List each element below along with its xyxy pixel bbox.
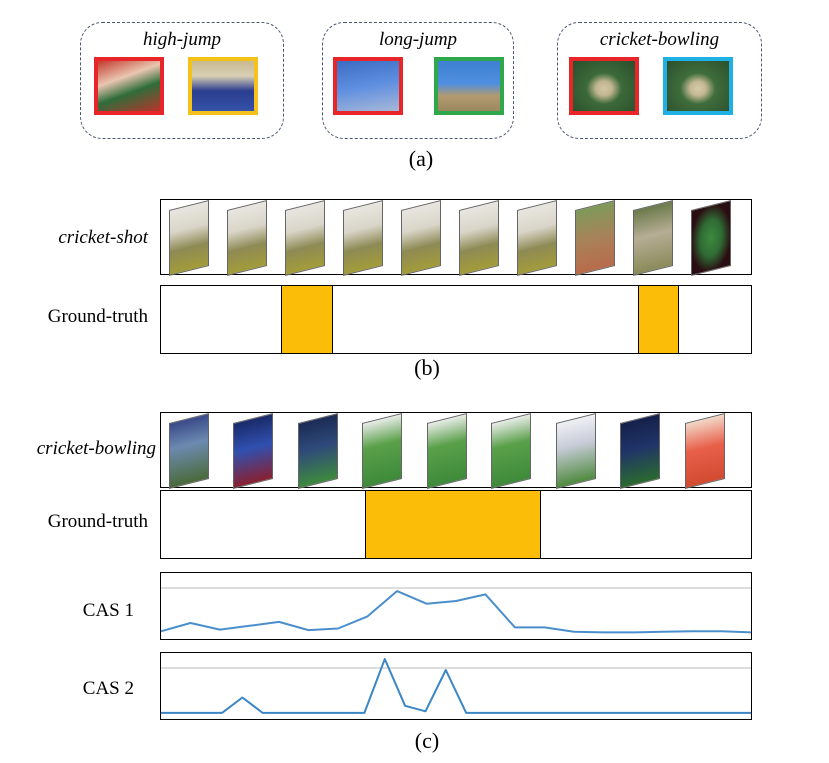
cas-plot [160,572,752,640]
ground-truth-label: Ground-truth [47,306,148,327]
group-title: high-jump [142,29,222,50]
video-frame [297,413,338,489]
video-frame [575,200,615,276]
video-frame [426,413,467,489]
ground-truth-label: Ground-truth [47,511,148,532]
video-frame [555,413,596,489]
panel-label-a: (a) [408,146,434,171]
video-label: cricket-bowling [36,438,156,459]
video-frame [691,200,731,276]
ground-truth-segment [638,286,679,353]
action-group-long-jump: long-jump [322,22,514,139]
video-label: cricket-shot [58,227,148,248]
video-frame [620,413,661,489]
video-frame [227,200,267,276]
video-frame [459,200,499,276]
cas-curve [161,658,751,714]
frame-strip [160,412,752,489]
ground-truth-segment [281,286,333,353]
video-frame [491,413,532,489]
video-frame [233,413,274,489]
cas-curve [161,590,751,634]
video-frame [684,413,725,489]
thumbnail [333,57,403,115]
group-title: cricket-bowling [599,29,720,50]
cas-curve-svg [161,658,751,714]
action-group-high-jump: high-jump [80,22,284,139]
thumbnail [663,57,733,115]
cas-curve-svg [161,587,751,634]
video-frame [517,200,557,276]
thumbnail [569,57,639,115]
cas-plot [160,652,752,720]
video-frame [401,200,441,276]
video-frame [633,200,673,276]
video-frame [169,413,209,489]
cas-label: CAS 1 [82,600,134,621]
frame-strip [160,199,752,276]
video-frame [343,200,383,276]
cas-label: CAS 2 [82,678,134,699]
thumbnail [188,57,258,115]
video-frame [169,200,209,276]
thumbnail [434,57,504,115]
panel-label-c: (c) [414,728,440,753]
ground-truth-bar [160,490,752,559]
ground-truth-bar [160,285,752,354]
panel-label-b: (b) [414,355,440,380]
ground-truth-segment [364,491,541,558]
group-title: long-jump [378,29,458,50]
thumbnail [94,57,164,115]
action-group-cricket-bowling: cricket-bowling [557,22,762,139]
video-frame [285,200,325,276]
video-frame [362,413,403,489]
